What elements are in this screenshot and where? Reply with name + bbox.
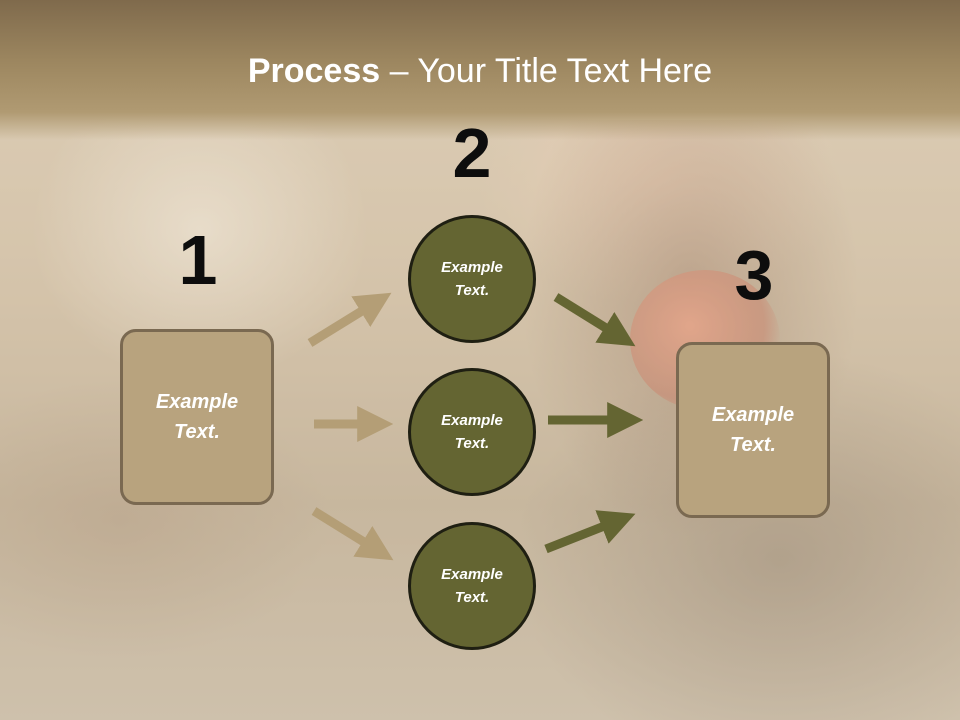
- step-2-circle-middle: Example Text.: [408, 368, 536, 496]
- slide-title: Process – Your Title Text Here: [0, 52, 960, 91]
- step-3-box: Example Text.: [676, 342, 830, 518]
- step-1-label: Example Text.: [155, 391, 239, 443]
- title-bold-part: Process: [247, 52, 381, 90]
- arrow-1-to-bottom: [311, 507, 394, 561]
- step-1-box: Example Text.: [120, 329, 274, 505]
- step-2-circle-top: Example Text.: [408, 215, 536, 343]
- step-number-2: 2: [452, 114, 492, 192]
- arrow-top-to-3: [553, 293, 636, 347]
- step-number-3: 3: [734, 236, 774, 314]
- arrow-bottom-to-3: [544, 510, 636, 554]
- title-rest-part: – Your Title Text Here: [380, 52, 713, 90]
- title-band: [0, 0, 960, 140]
- step-2-circle-bottom: Example Text.: [408, 522, 536, 650]
- circle-bottom-label: Example Text.: [441, 566, 503, 606]
- arrow-1-to-top: [307, 292, 392, 347]
- step-3-label: Example Text.: [711, 404, 795, 456]
- step-number-1: 1: [178, 221, 218, 299]
- circle-middle-label: Example Text.: [441, 412, 503, 452]
- circle-top-label: Example Text.: [441, 259, 503, 299]
